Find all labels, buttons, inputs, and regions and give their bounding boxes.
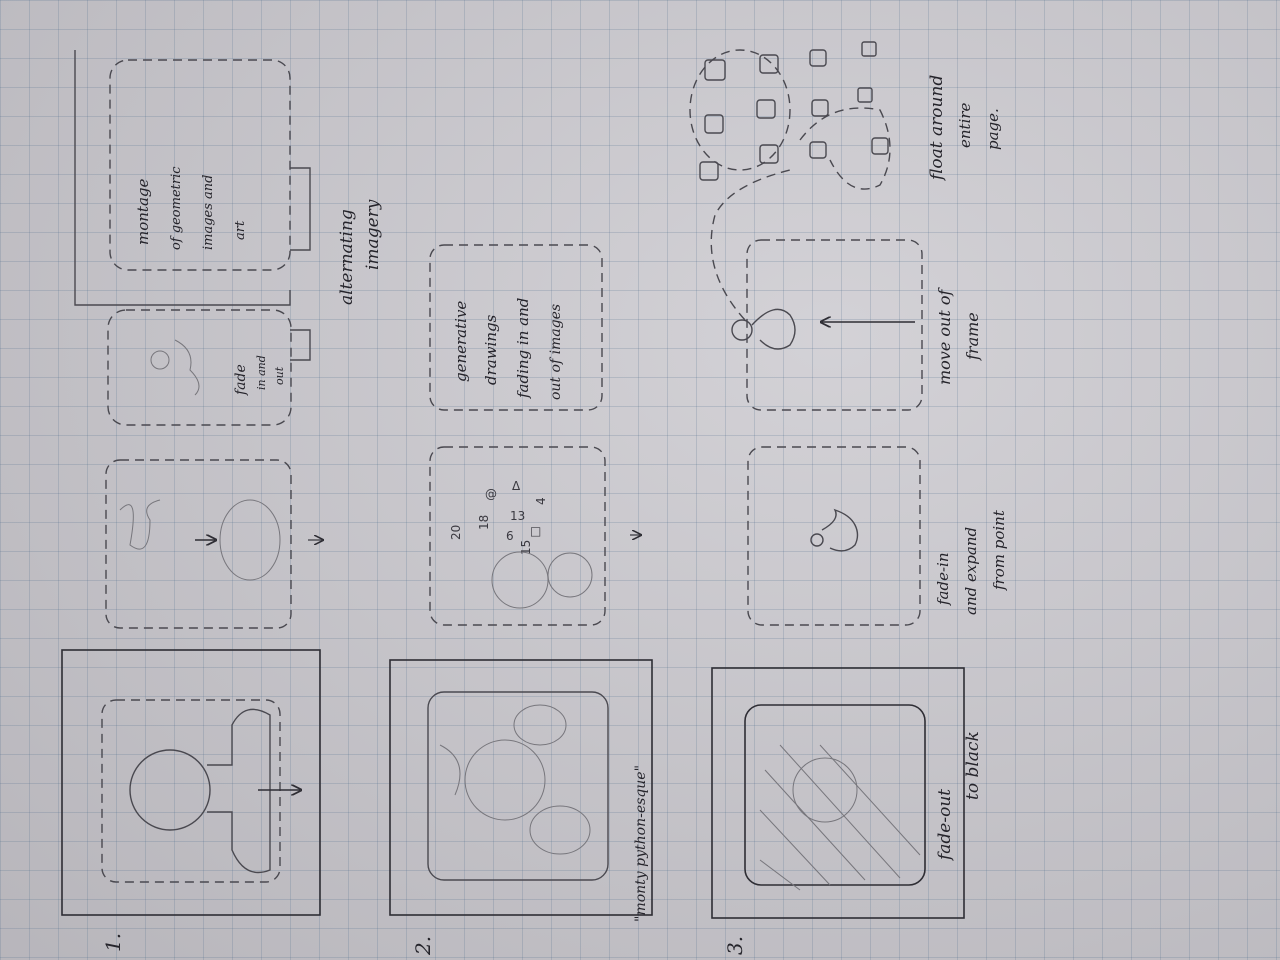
- float-path: [710, 169, 791, 321]
- abstract-shapes: [439, 704, 591, 855]
- row-3: fade-out to black fade-in and expand fro…: [689, 41, 1008, 955]
- frame-2-1-inner: [427, 691, 609, 881]
- frame-3-1-inner: [744, 704, 926, 886]
- note-generative-3: out of images: [548, 304, 564, 400]
- row-2: "monty python-esque" @ 20 18 6 13 15 4 Δ…: [389, 244, 653, 956]
- note-alternating-0: alternating: [337, 209, 357, 305]
- portrait-silhouette: [129, 708, 271, 874]
- figure-sketch-1: [119, 499, 161, 550]
- meditating-figure-1: [810, 508, 859, 552]
- note-generative-1: drawings: [482, 314, 500, 385]
- row-number-3: 3.: [723, 936, 747, 955]
- frame-2-3: [429, 244, 603, 411]
- frame-2-2: [429, 446, 606, 626]
- note-float-0: float around: [927, 75, 947, 182]
- doodle-6: 6: [506, 529, 514, 543]
- doodle-spiral: @: [485, 487, 497, 501]
- frame-1-2: [105, 459, 292, 629]
- note-montage-0: montage: [134, 179, 152, 245]
- frame-3-1-outer: [711, 667, 965, 919]
- doodle-18: 18: [477, 515, 491, 530]
- row-number-2: 2.: [411, 936, 435, 956]
- meditating-figure-2: [731, 308, 796, 350]
- hatching: [759, 744, 921, 891]
- bracket-fade: [290, 329, 311, 361]
- note-fade-0: fade: [233, 364, 249, 396]
- doodle-square: □: [530, 524, 541, 538]
- note-alternating-1: imagery: [363, 199, 383, 270]
- row-1: 1. montage of geometric images and art f…: [61, 50, 383, 952]
- floating-squares: [699, 41, 889, 181]
- doodle-triangle: Δ: [512, 479, 521, 493]
- note-monty-python: "monty python-esque": [633, 765, 649, 922]
- note-fade-expand-0: fade-in: [934, 553, 952, 607]
- note-fade-2: out: [273, 366, 286, 385]
- frame-1-1-outer: [61, 649, 321, 916]
- note-generative-0: generative: [452, 301, 470, 382]
- frame-1-4: [109, 59, 291, 271]
- row-number-1: 1.: [101, 933, 125, 952]
- note-float-2: page.: [984, 108, 1002, 150]
- note-montage-2: images and: [201, 175, 216, 251]
- frame-1-1-inner: [101, 699, 281, 883]
- frame-3-3: [746, 239, 923, 411]
- note-fade-1: in and: [255, 355, 268, 390]
- doodle-13: 13: [510, 509, 525, 523]
- generative-doodle: @ 20 18 6 13 15 4 Δ □: [449, 479, 548, 555]
- frame-3-2: [747, 446, 921, 626]
- frame-2-1-outer: [389, 659, 653, 916]
- note-fade-black-0: fade-out: [935, 789, 955, 862]
- doodle-15: 15: [519, 540, 533, 555]
- note-fade-expand-1: and expand: [962, 527, 980, 615]
- note-fade-expand-2: from point: [990, 509, 1008, 591]
- bracket-top: [74, 50, 291, 306]
- doodle-20: 20: [449, 525, 463, 540]
- frame-1-3: [107, 309, 292, 426]
- note-montage-1: of geometric: [169, 166, 184, 250]
- note-montage-3: art: [233, 220, 248, 240]
- note-fade-black-1: to black: [963, 731, 983, 800]
- note-generative-2: fading in and: [514, 298, 532, 399]
- note-float-1: entire: [956, 102, 974, 148]
- note-move-out-0: move out of: [935, 287, 954, 385]
- note-move-out-1: frame: [963, 312, 982, 361]
- doodle-4: 4: [534, 497, 548, 505]
